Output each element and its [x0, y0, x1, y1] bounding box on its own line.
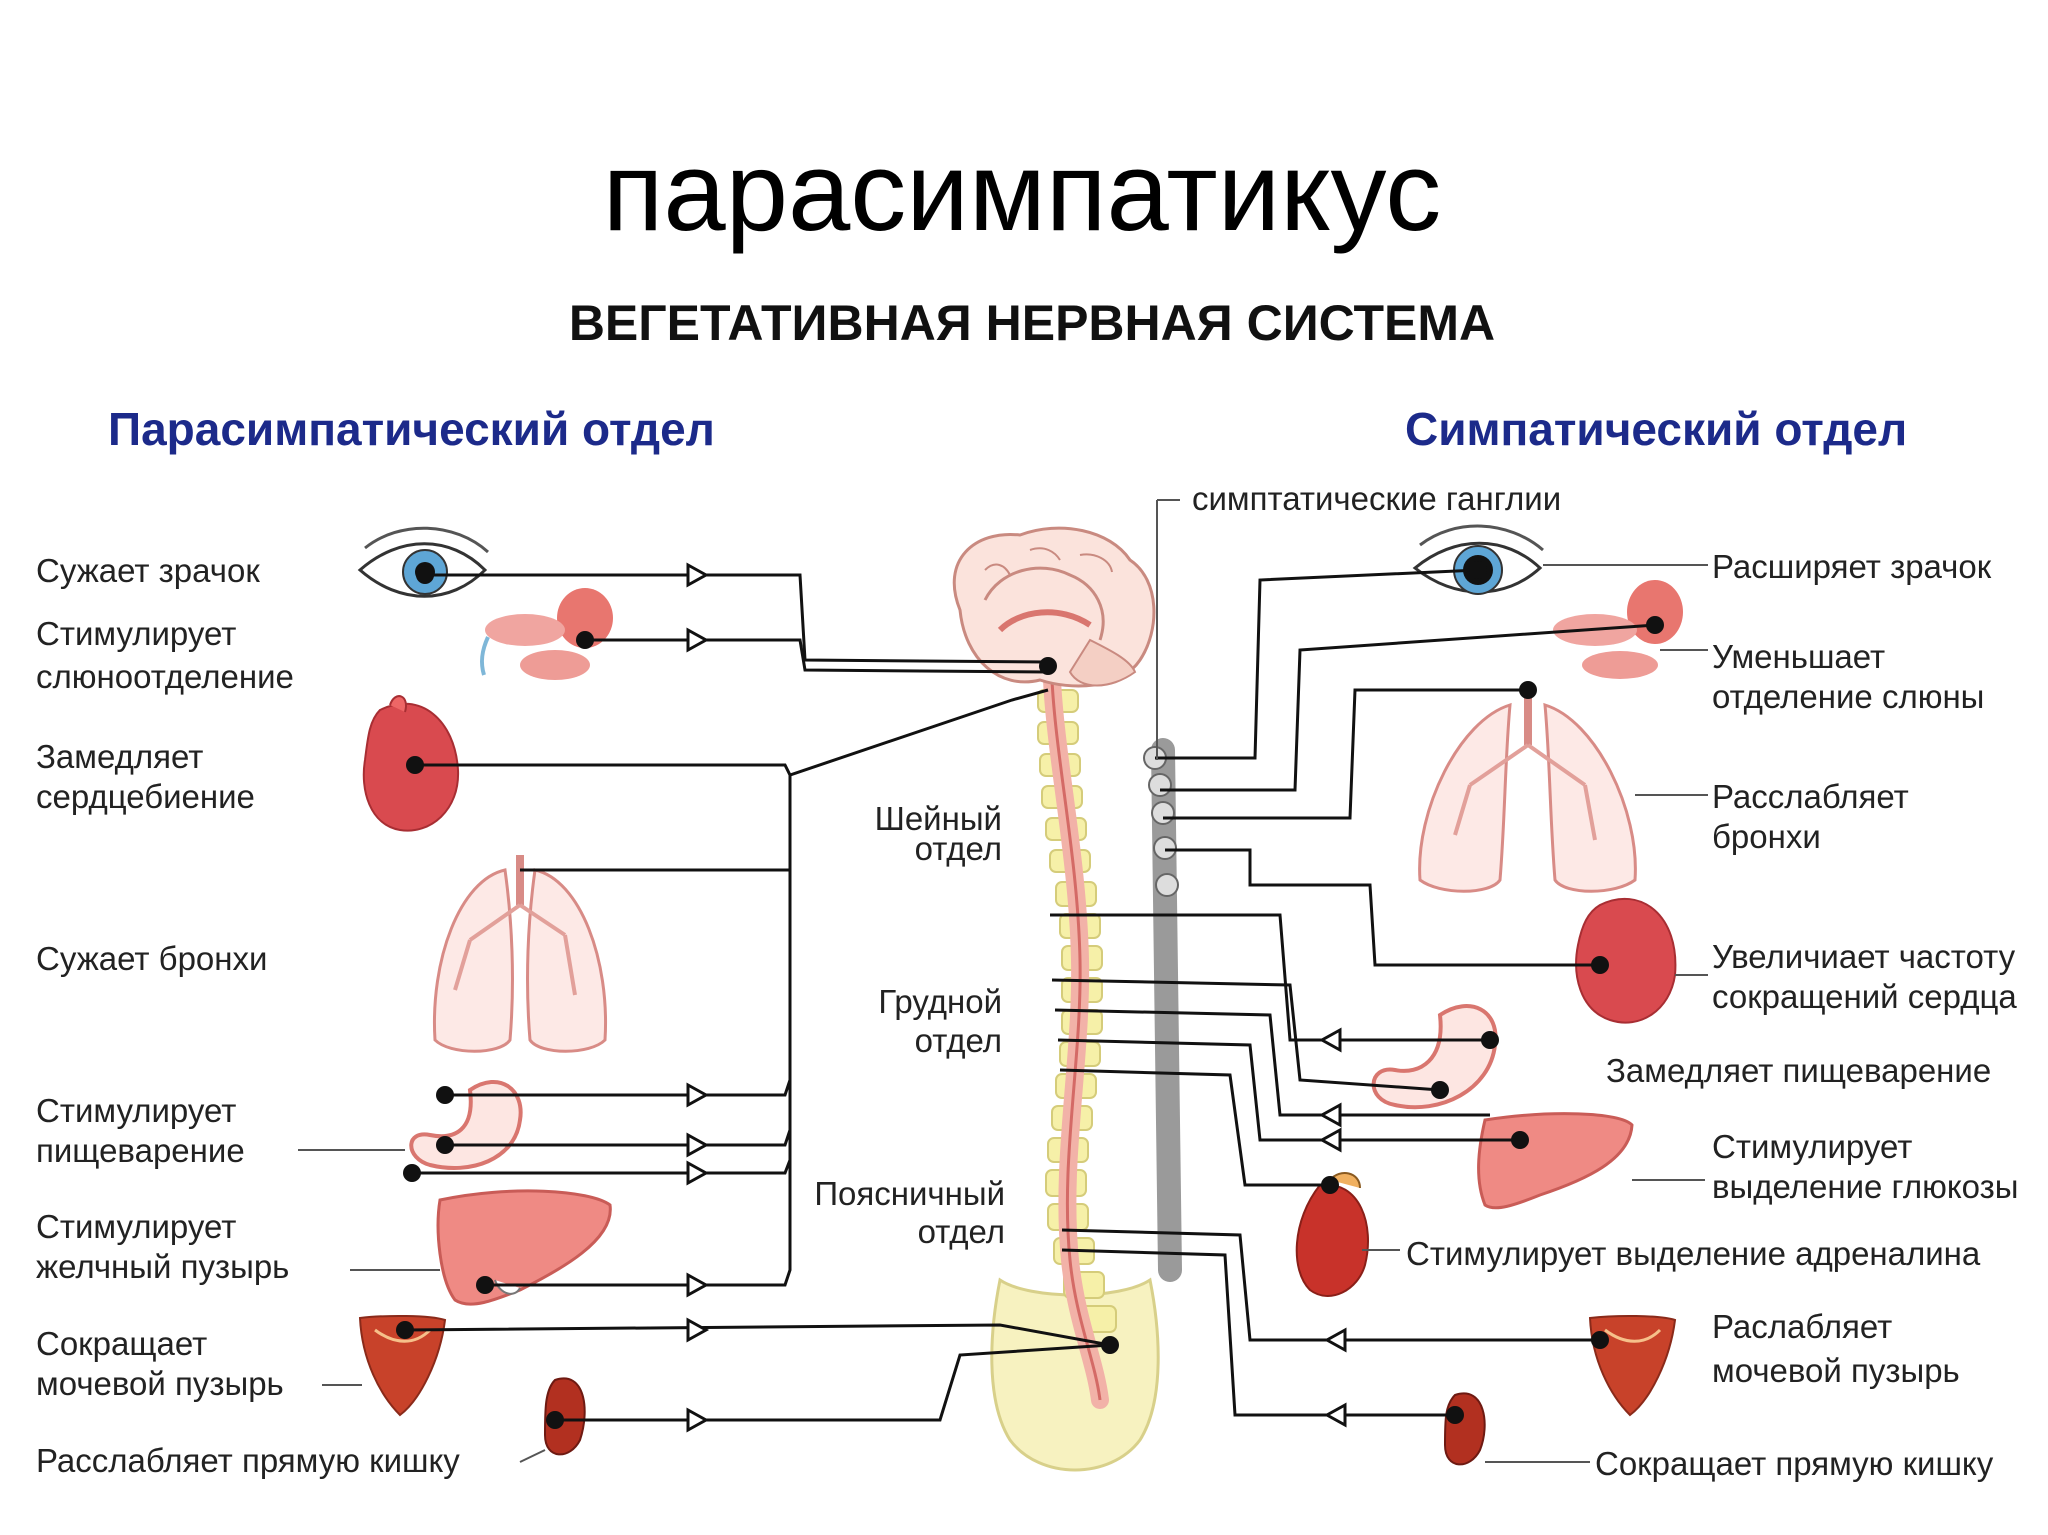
para-effect-7-line1: Сокращает — [36, 1325, 207, 1362]
label-leader-lines — [298, 499, 1708, 1463]
parasympathetic-labels: Сужает зрачок Стимулирует слюноотделение… — [36, 552, 460, 1479]
para-effect-5-line2: пищеварение — [36, 1132, 245, 1169]
adrenal-kidney-icon — [1295, 1172, 1369, 1297]
sympathetic-title: Симпатический отдел — [1405, 403, 1907, 455]
para-effect-6-line1: Стимулирует — [36, 1208, 236, 1245]
spine-thoracic-line2: отдел — [915, 1022, 1002, 1059]
liver-left-icon — [436, 1189, 612, 1306]
sympathetic-ganglia-chain — [1143, 738, 1182, 1282]
para-effect-2-line2: слюноотделение — [36, 658, 294, 695]
diagram-title: ВЕГЕТАТИВНАЯ НЕРВНАЯ СИСТЕМА — [569, 295, 1495, 351]
bladder-right-icon — [1588, 1314, 1677, 1417]
central-nervous-system — [952, 526, 1182, 1472]
brain-illustration — [952, 526, 1156, 688]
symp-effect-2-line2: отделение слюны — [1712, 678, 1984, 715]
symp-effect-3-line1: Расслабляет — [1712, 778, 1909, 815]
rectum-right-icon — [1443, 1392, 1486, 1466]
parasympathetic-pathways — [396, 562, 1119, 1433]
symp-effect-7: Стимулирует выделение адреналина — [1406, 1235, 1981, 1272]
lungs-left-icon — [432, 855, 608, 1053]
symp-effect-1: Расширяет зрачок — [1712, 548, 1992, 585]
symp-effect-5: Замедляет пищеварение — [1606, 1052, 1991, 1089]
para-effect-3-line2: сердцебиение — [36, 778, 255, 815]
para-effect-1: Сужает зрачок — [36, 552, 260, 589]
para-effect-6-line2: желчный пузырь — [36, 1248, 289, 1285]
slide-title: парасимпатикус — [603, 129, 1441, 254]
symp-effect-4-line2: сокращений сердца — [1712, 978, 2017, 1015]
spine-cervical-line2: отдел — [915, 830, 1002, 867]
spine-lumbar-line2: отдел — [918, 1213, 1005, 1250]
parasympathetic-title: Парасимпатический отдел — [108, 403, 715, 455]
spine-cervical-line1: Шейный — [875, 800, 1002, 837]
symp-effect-8-line2: мочевой пузырь — [1712, 1352, 1960, 1389]
lungs-right-icon — [1418, 690, 1637, 893]
salivary-gland-left-icon — [479, 588, 613, 680]
symp-effect-3-line2: бронхи — [1712, 818, 1821, 855]
spine-lumbar-line1: Поясничный — [814, 1175, 1005, 1212]
para-effect-2-line1: Стимулирует — [36, 615, 236, 652]
eye-right-icon — [1412, 524, 1544, 595]
para-effect-3-line1: Замедляет — [36, 738, 203, 775]
spine-thoracic-line1: Грудной — [878, 983, 1002, 1020]
spine-section-labels: Шейный отдел Грудной отдел Поясничный от… — [814, 800, 1005, 1250]
symp-effect-6-line1: Стимулирует — [1712, 1128, 1912, 1165]
para-effect-8: Расслабляет прямую кишку — [36, 1442, 460, 1479]
symp-effect-2-line1: Уменьшает — [1712, 638, 1885, 675]
symp-effect-6-line2: выделение глюкозы — [1712, 1168, 2019, 1205]
salivary-gland-right-icon — [1553, 580, 1683, 679]
liver-right-icon — [1477, 1112, 1634, 1210]
para-effect-5-line1: Стимулирует — [36, 1092, 236, 1129]
sympathetic-pathways — [1050, 561, 1664, 1428]
ganglia-label: симптатические ганглии — [1192, 480, 1561, 517]
stomach-right-icon — [1371, 1004, 1498, 1110]
eye-left-icon — [357, 526, 490, 598]
rectum-left-icon — [543, 1377, 586, 1456]
bladder-left-icon — [358, 1314, 447, 1417]
symp-effect-4-line1: Увеличиает частоту — [1712, 938, 2016, 975]
heart-right-icon — [1575, 897, 1677, 1024]
symp-effect-9: Сокращает прямую кишку — [1595, 1445, 1994, 1482]
para-effect-4: Сужает бронхи — [36, 940, 267, 977]
symp-effect-8-line1: Раслабляет — [1712, 1308, 1892, 1345]
sympathetic-labels: симптатические ганглии Расширяет зрачок … — [1192, 480, 2019, 1482]
para-effect-7-line2: мочевой пузырь — [36, 1365, 284, 1402]
